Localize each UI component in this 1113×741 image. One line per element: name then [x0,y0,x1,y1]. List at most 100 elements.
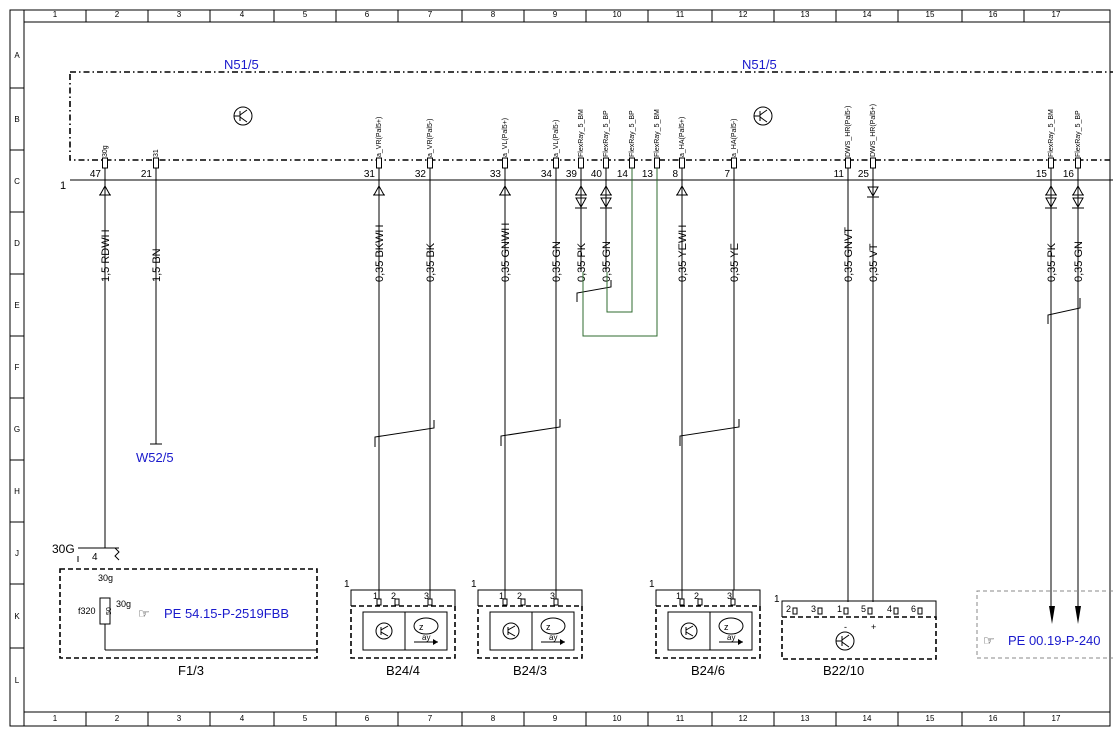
pin-signal-label: a_HA(Pal5+) [679,117,686,157]
acceleration-sensor-icon: zay [540,617,566,645]
b2210-box [781,616,937,660]
grid-col-top: 6 [365,10,370,19]
grid-row-label: C [14,177,20,186]
grid-col-bottom: 8 [491,714,496,723]
f13-terminal-label: 30G [52,542,75,556]
grid-col-bottom: 17 [1052,714,1061,723]
b2210-pin-number: 1 [837,604,842,614]
pin-signal-label: FlexRay_5_BM [1048,109,1055,157]
pin-31: a_VR(Pal5+)310,35 BKWH [364,117,386,590]
wire-label: 0,35 BKWH [374,224,386,282]
b2210-pin-number: 4 [887,604,892,614]
b244-label: B24/4 [386,663,420,678]
pin-33: a_VL(Pal5+)330,35 GNWH [490,118,512,590]
grid-col-top: 10 [613,10,622,19]
wire-label: 0,35 GNVT [843,227,855,282]
module-transistor-icon [233,106,253,126]
grid-row-label: E [14,301,19,310]
pe-right-block: ☞ PE 00.19-P-240 [976,590,1113,659]
grid-col-top: 5 [303,10,308,19]
f13-label: F1/3 [178,663,204,678]
grid-col-bottom: 11 [676,714,685,723]
grid-row-label: K [14,612,20,621]
pin-signal-label: FlexRay_5_BP [1075,110,1082,157]
pin-15: FlexRay_5_BM 15 0,35 PK [1036,109,1058,606]
wire-label: 1,5 BN [151,248,163,282]
pe-right-ref-icon: ☞ [983,633,995,648]
grid-col-bottom: 9 [553,714,558,723]
pin-signal-label: FlexRay_5_BP [603,110,610,157]
b244-pin-number: 3 [424,591,429,601]
pin-signal-label: DWS_HR(Pal5+) [870,104,877,157]
grid-col-top: 2 [115,10,120,19]
transistor-icon [502,622,520,640]
wire-label: 0,35 BK [425,242,437,282]
pin-11: DWS_HR(Pal5-)110,35 GNVT [834,106,855,602]
b243-box [477,605,583,659]
pin-34: a_VL(Pal5-)340,35 GN [541,120,563,590]
f13-pin-top-label: 30g [98,573,113,583]
pin-7: a_HA(Pal5-)70,35 YE [724,118,741,590]
f13-pin-number: 4 [92,552,98,563]
pin-number: 39 [566,169,578,180]
pin-number: 31 [364,169,376,180]
pin-number: 13 [642,169,654,180]
pin-32: a_VR(Pal5-)320,35 BK [415,118,437,590]
pin-8: a_HA(Pal5+)80,35 YEWH [672,117,689,590]
pin-number: 7 [724,169,730,180]
wire-label: 0,35 YE [729,243,741,282]
grid-col-bottom: 12 [739,714,748,723]
b2210-pin-number: 5 [861,604,866,614]
grid-col-bottom: 1 [53,714,58,723]
f13-block: 30G 4 30g 50 f320 30g ☞ PE 54.15-P-2519F… [52,542,318,678]
pin-number: 34 [541,169,553,180]
grid-col-top: 8 [491,10,496,19]
b244-pin-number: 2 [391,591,396,601]
b246-pin-number: 2 [694,591,699,601]
grid-col-bottom: 2 [115,714,120,723]
pin-number: 25 [858,169,870,180]
b243-pin-number: 3 [550,591,555,601]
wire-label: 0,35 GN [551,241,563,282]
b246-pin-number: 3 [727,591,732,601]
wire-label: 0,35 PK [1046,242,1058,282]
pin-signal-label: FlexRay_5_BP [629,110,636,157]
pin-signal-label: FlexRay_5_BM [654,109,661,157]
grid-row-label: A [14,51,20,60]
grid-row-label: L [15,676,20,685]
pin-signal-label: a_VR(Pal5-) [427,118,434,157]
grid-marks: 1122334455667788991010111112121313141415… [10,10,1061,726]
grid-col-top: 15 [926,10,935,19]
pin-number: 16 [1063,169,1075,180]
pin-number: 33 [490,169,502,180]
pe-right-ref-link[interactable]: PE 00.19-P-240 [1008,633,1101,648]
f13-fuse-value: 30g [116,599,131,609]
f13-ref-link[interactable]: PE 54.15-P-2519FBB [164,606,289,621]
b2210-pin-number: 3 [811,604,816,614]
pin-number: 15 [1036,169,1048,180]
grid-row-label: B [14,115,19,124]
grid-col-top: 13 [801,10,810,19]
grid-col-top: 9 [553,10,558,19]
acceleration-sensor-icon: zay [718,617,744,645]
module-label-left: N51/5 [224,57,259,72]
b246-ay-label: ay [727,633,735,642]
pin-number: 14 [617,169,629,180]
b244-ay-label: ay [422,633,430,642]
pin-number: 40 [591,169,603,180]
grid-row-label: J [15,549,19,558]
grid-col-bottom: 7 [428,714,433,723]
svg-text:z: z [546,622,551,632]
grid-col-bottom: 16 [989,714,998,723]
f13-ref-icon: ☞ [138,606,150,621]
wire-label: 0,35 PK [576,242,588,282]
grid-col-top: 11 [676,10,685,19]
svg-text:z: z [724,622,729,632]
pin-number: 11 [834,169,845,180]
transistor-icon [375,622,393,640]
wire-label: 0,35 GNWH [500,223,512,282]
